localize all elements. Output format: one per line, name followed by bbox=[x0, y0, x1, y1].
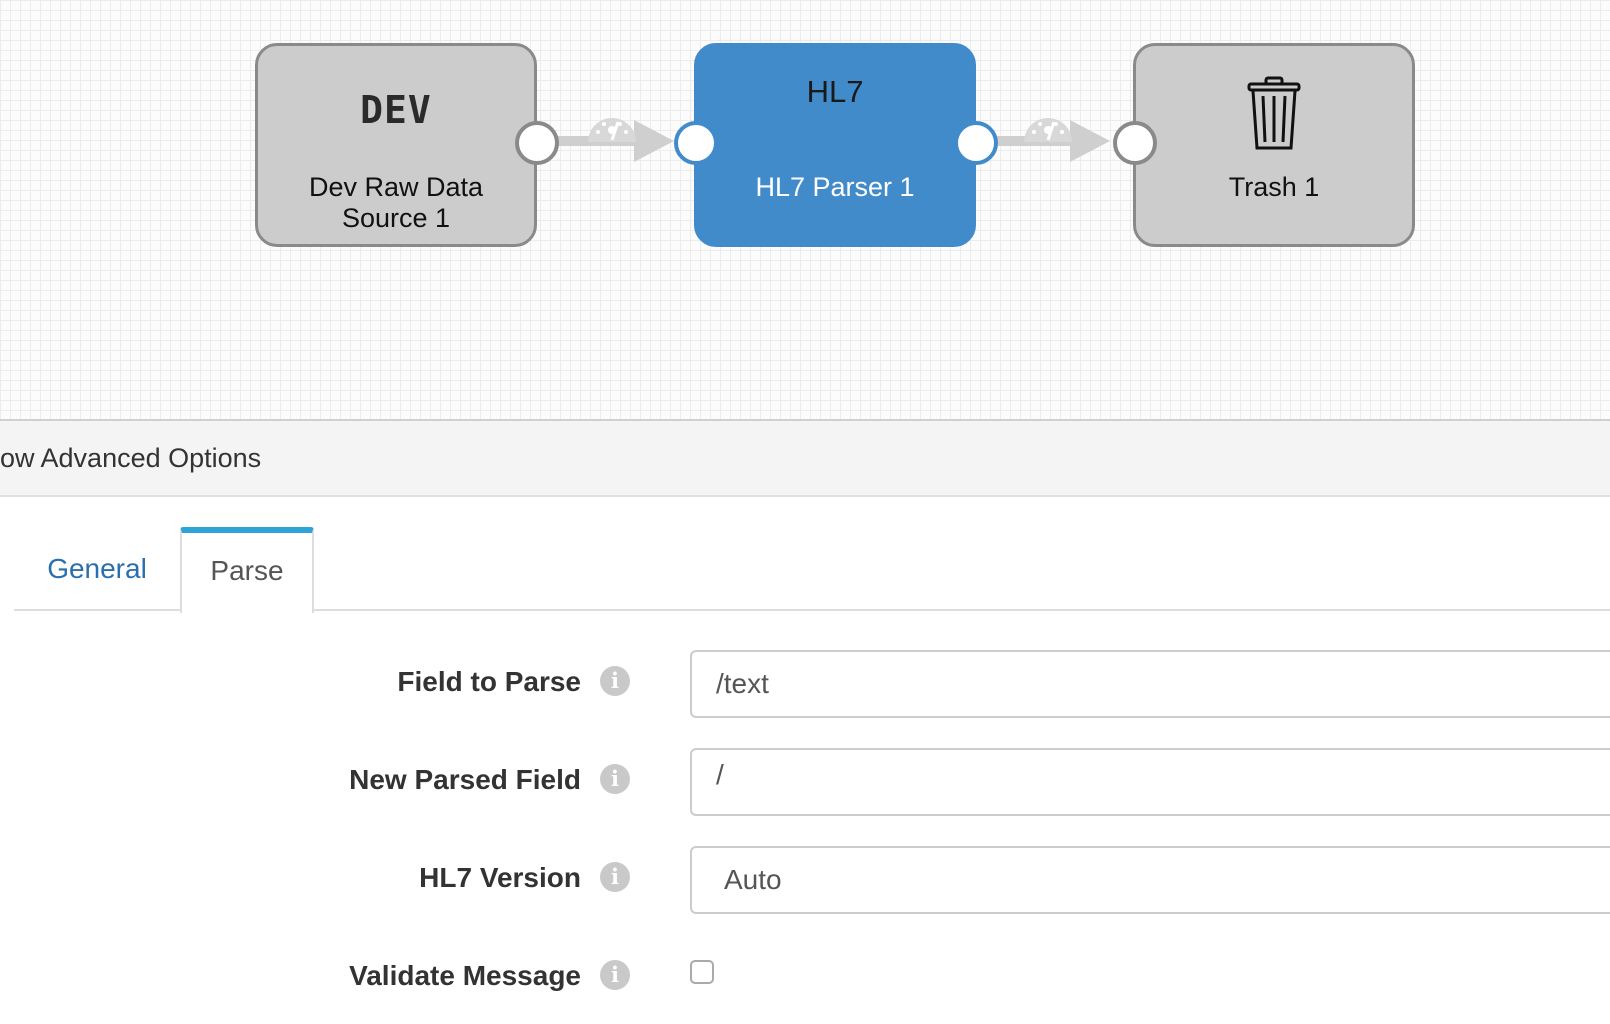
output-port[interactable] bbox=[515, 121, 559, 165]
stage-hl7-parser[interactable]: HL7 HL7 Parser 1 bbox=[694, 43, 976, 247]
stage-link-2[interactable] bbox=[984, 100, 1124, 180]
stage-link-1[interactable] bbox=[548, 100, 688, 180]
new-parsed-field-input[interactable] bbox=[690, 748, 1610, 816]
info-icon[interactable]: i bbox=[600, 862, 630, 892]
dev-origin-icon: DEV bbox=[360, 88, 432, 132]
canvas-divider bbox=[0, 419, 1610, 421]
validate-message-checkbox[interactable] bbox=[690, 960, 714, 984]
new-parsed-field-label: New Parsed Field bbox=[349, 764, 581, 795]
stage-trash[interactable]: Trash 1 bbox=[1133, 43, 1415, 247]
stage-label-line-2: Source 1 bbox=[341, 203, 451, 233]
config-tabs: General Parse bbox=[14, 527, 1610, 613]
stage-label: Dev Raw Data Source 1 bbox=[268, 172, 524, 234]
form-row-new-parsed-field: New Parsed Field i bbox=[0, 748, 1610, 816]
tab-general[interactable]: General bbox=[47, 553, 147, 584]
form-row-field-to-parse: Field to Parse i bbox=[0, 650, 1610, 718]
input-port[interactable] bbox=[1113, 121, 1157, 165]
stage-dev-raw-data-source[interactable]: DEV Dev Raw Data Source 1 bbox=[255, 43, 537, 247]
pipeline-canvas[interactable]: DEV Dev Raw Data Source 1 HL7 HL7 Parser… bbox=[0, 0, 1610, 420]
form-row-validate-message: Validate Message i bbox=[0, 944, 1610, 1012]
hl7-version-label: HL7 Version bbox=[419, 862, 581, 893]
hl7-version-select[interactable]: Auto bbox=[690, 846, 1610, 914]
gauge-icon bbox=[588, 118, 636, 142]
validate-message-label: Validate Message bbox=[349, 960, 581, 991]
info-icon[interactable]: i bbox=[600, 960, 630, 990]
show-advanced-options-toggle[interactable]: ow Advanced Options bbox=[0, 443, 262, 473]
info-icon[interactable]: i bbox=[600, 764, 630, 794]
form-row-hl7-version: HL7 Version i Auto bbox=[0, 846, 1610, 914]
tab-parse[interactable]: Parse bbox=[180, 527, 314, 613]
field-to-parse-input[interactable] bbox=[690, 650, 1610, 718]
hl7-icon: HL7 bbox=[806, 74, 864, 109]
stage-label: Trash 1 bbox=[1228, 172, 1320, 202]
info-icon[interactable]: i bbox=[600, 666, 630, 696]
output-port[interactable] bbox=[954, 121, 998, 165]
advanced-options-bar: ow Advanced Options bbox=[0, 421, 1610, 497]
stage-label-line-1: Dev Raw Data bbox=[308, 172, 484, 202]
stage-label: HL7 Parser 1 bbox=[755, 172, 915, 202]
field-to-parse-label: Field to Parse bbox=[397, 666, 581, 697]
trash-icon bbox=[1247, 76, 1301, 150]
gauge-icon bbox=[1024, 118, 1072, 142]
input-port[interactable] bbox=[674, 121, 718, 165]
